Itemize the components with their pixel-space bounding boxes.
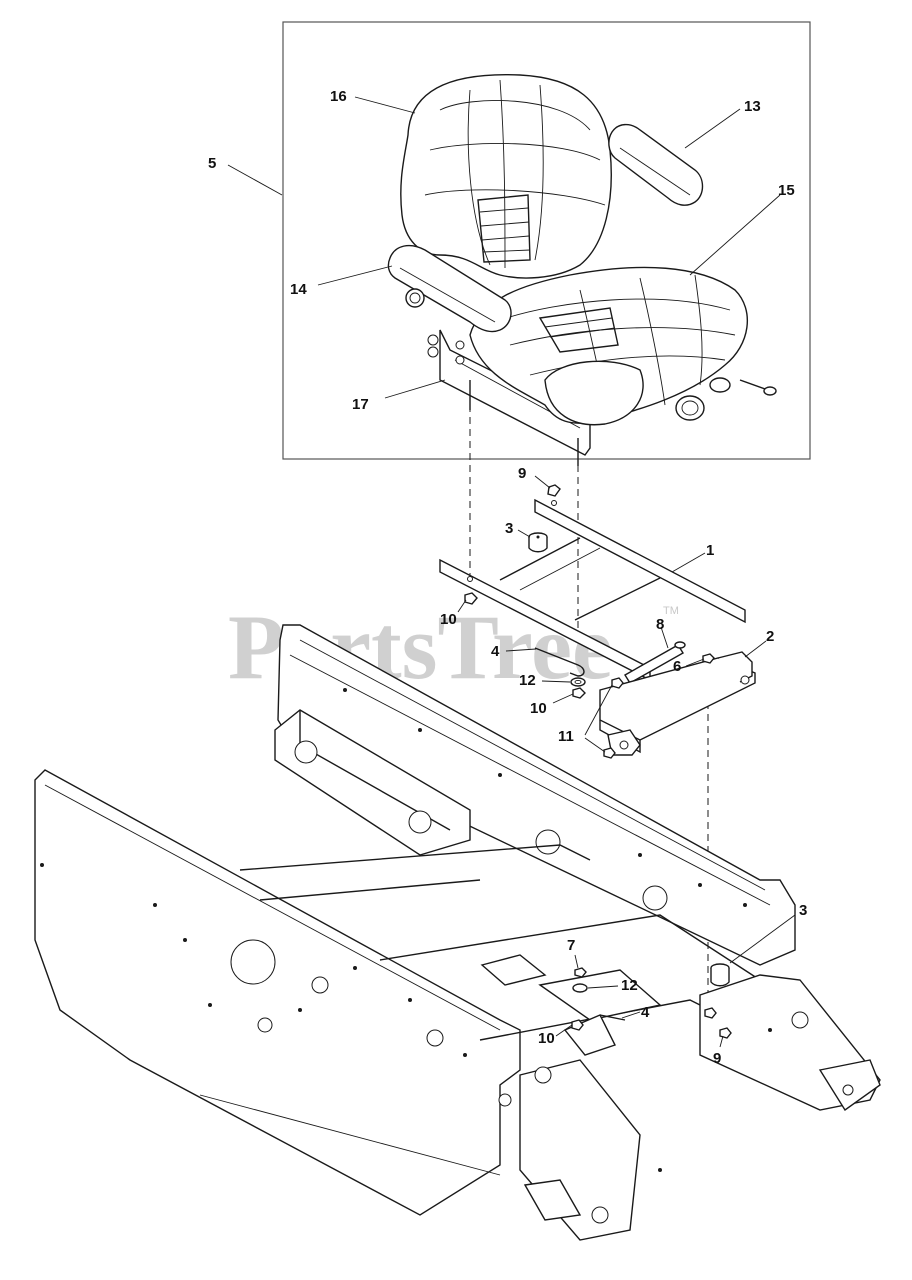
callout-9-upper: 9 [518,465,526,482]
callout-4-upper: 4 [491,643,500,660]
callout-3-lower: 3 [799,902,807,919]
callout-2: 2 [766,628,774,645]
callout-12-upper: 12 [519,672,536,689]
callout-16: 16 [330,88,347,105]
callout-10-upper: 10 [440,611,457,628]
callout-5: 5 [208,155,216,172]
callout-1: 1 [706,542,714,559]
frame-chassis [34,624,881,1241]
callout-13: 13 [744,98,761,115]
watermark-tm: TM [663,605,679,617]
seat-illustration [387,73,777,466]
callout-11: 11 [558,728,574,745]
callout-17: 17 [352,396,369,413]
leader-lines [227,96,796,1048]
callout-6: 6 [673,658,681,675]
callout-3-upper: 3 [505,520,513,537]
callout-4-lower: 4 [641,1004,650,1021]
mounting-hardware [439,405,756,1005]
callout-10-lower: 10 [538,1030,555,1047]
callout-14: 14 [290,281,307,298]
callout-12-lower: 12 [621,977,638,994]
callout-15: 15 [778,182,795,199]
callout-10-mid: 10 [530,700,547,717]
callout-7: 7 [567,937,575,954]
callout-8: 8 [656,616,664,633]
callout-9-lower: 9 [713,1050,721,1067]
callouts: 5 16 13 15 14 17 9 3 1 10 8 2 4 6 12 10 … [208,88,807,1067]
